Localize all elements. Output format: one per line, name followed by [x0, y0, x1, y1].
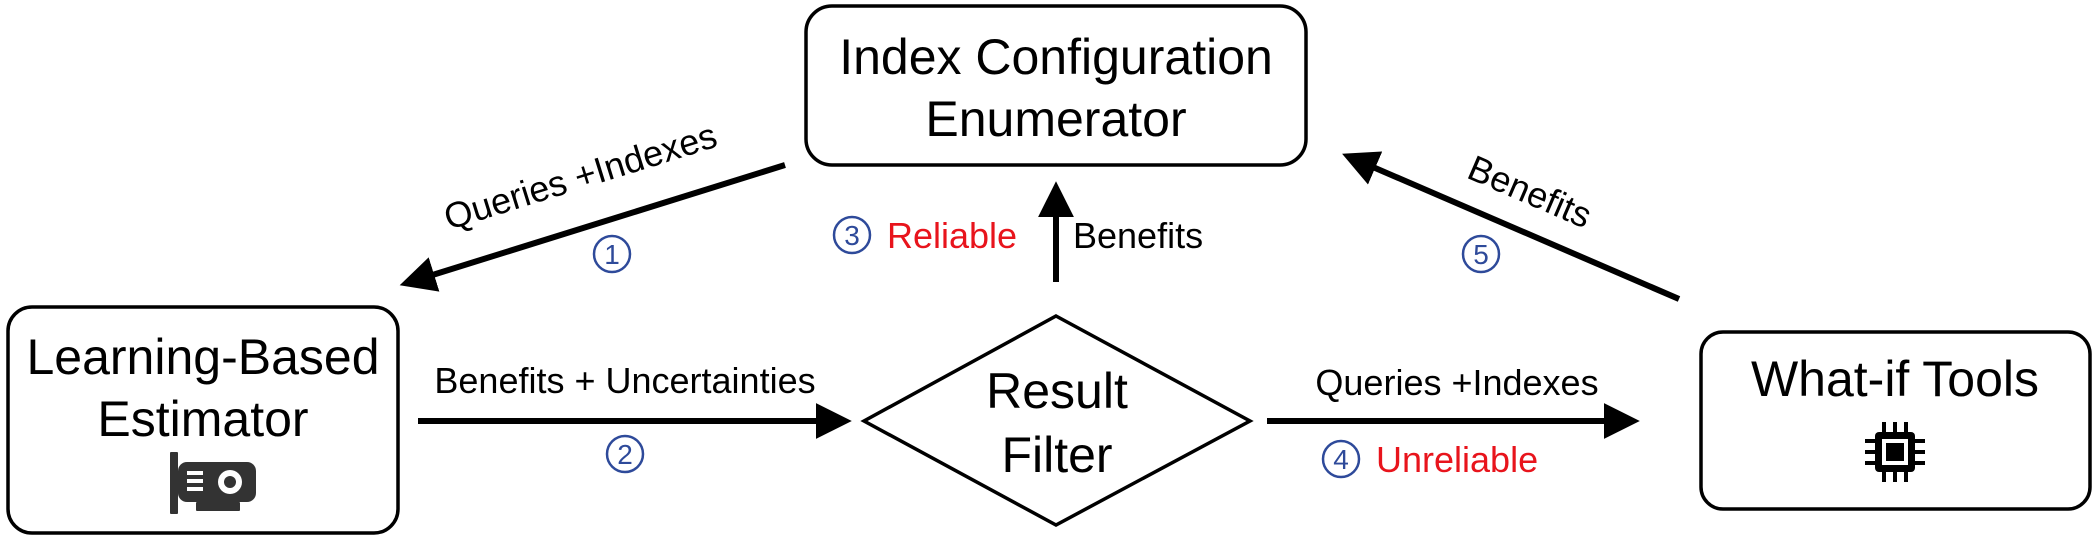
edge-5: Benefits 5: [1342, 147, 1681, 302]
enumerator-node: Index Configuration Enumerator: [804, 4, 1308, 167]
edge-4-number: 4: [1321, 439, 1361, 479]
estimator-node: Learning-Based Estimator: [6, 305, 400, 535]
edge-1: Queries +Indexes 1: [399, 114, 786, 292]
edge-3-label: Benefits: [1073, 215, 1203, 256]
edge-4-label: Queries +Indexes: [1315, 362, 1598, 403]
estimator-title-line2: Estimator: [97, 391, 308, 447]
filter-title-line1: Result: [986, 363, 1128, 419]
edge-4-status: Unreliable: [1376, 439, 1538, 480]
edge-2-number: 2: [605, 434, 645, 474]
estimator-box: [6, 305, 400, 535]
edge-1-label: Queries +Indexes: [439, 114, 722, 237]
whatif-title: What-if Tools: [1751, 351, 2039, 407]
enumerator-title-line2: Enumerator: [925, 91, 1186, 147]
enumerator-title-line1: Index Configuration: [839, 29, 1273, 85]
edge-2-number-text: 2: [617, 439, 633, 470]
edge-4: Queries +Indexes 4 Unreliable: [1267, 362, 1640, 480]
filter-title-line2: Filter: [1001, 427, 1112, 483]
gpu-card-icon: [170, 452, 256, 514]
edge-4-number-text: 4: [1333, 444, 1349, 475]
arrow-queries-to-estimator: [399, 162, 786, 292]
cpu-chip-icon: [1865, 422, 1925, 482]
whatif-node: What-if Tools: [1699, 330, 2092, 511]
enumerator-box: [804, 4, 1308, 167]
whatif-box: [1699, 330, 2092, 511]
edge-3: 3 Reliable Benefits: [832, 181, 1203, 282]
edge-2: Benefits + Uncertainties 2: [418, 360, 852, 474]
edge-5-number: 5: [1461, 234, 1501, 274]
edge-3-number: 3: [832, 215, 872, 255]
estimator-title-line1: Learning-Based: [26, 329, 379, 385]
filter-node: Result Filter: [860, 314, 1254, 527]
edge-5-number-text: 5: [1473, 239, 1489, 270]
edge-3-status: Reliable: [887, 215, 1017, 256]
edge-5-label: Benefits: [1462, 147, 1598, 236]
edge-2-label: Benefits + Uncertainties: [434, 360, 815, 401]
arrow-whatif-benefits: [1342, 151, 1681, 302]
edge-1-number-text: 1: [604, 239, 620, 270]
edge-1-number: 1: [592, 234, 632, 274]
filter-diamond: [860, 314, 1254, 527]
edge-3-number-text: 3: [844, 220, 860, 251]
